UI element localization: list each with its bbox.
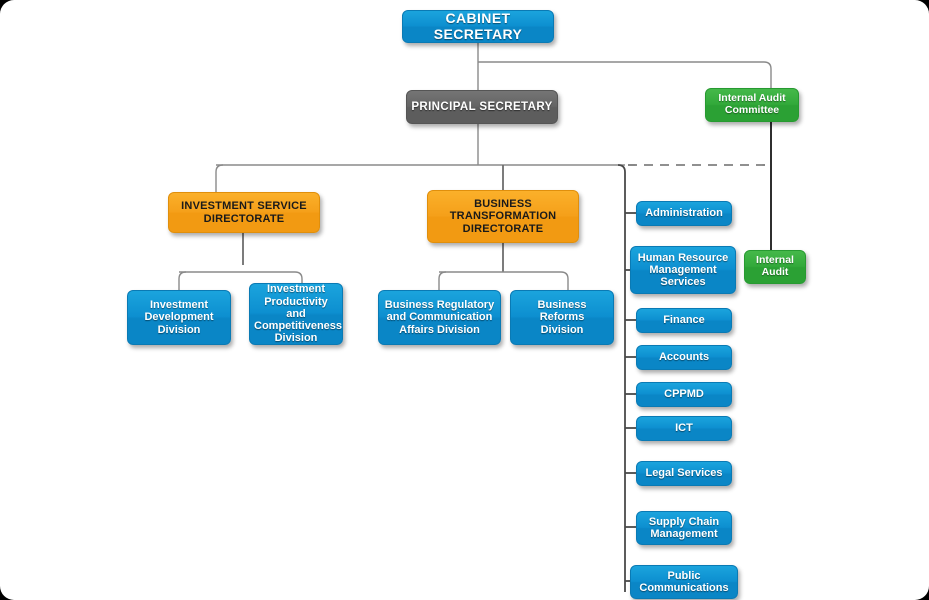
node-principal-secretary[interactable]: PRINCIPAL SECRETARY — [406, 90, 558, 124]
investment-division-0-line3: Division — [157, 323, 201, 336]
node-business-transformation-directorate[interactable]: BUSINESS TRANSFORMATION DIRECTORATE — [427, 190, 579, 243]
department-7-line1: Supply Chain — [648, 515, 720, 528]
department-6-line1: Legal Services — [645, 467, 723, 480]
business-division-1-line2: Division — [540, 323, 584, 336]
internal-audit-committee-label-line2: Committee — [724, 104, 780, 116]
edge-business-right-elbow — [560, 271, 569, 290]
edge-cabinet-to-audit-committee — [478, 61, 772, 88]
node-department-administration[interactable]: Administration — [636, 201, 732, 226]
department-8-line2: Communications — [639, 582, 729, 594]
node-department-public-communications[interactable]: Public Communications — [630, 565, 738, 599]
department-1-line2: Management — [649, 263, 717, 276]
business-directorate-label-line1: BUSINESS — [474, 198, 532, 211]
business-directorate-label-line2: TRANSFORMATION — [449, 210, 557, 223]
business-division-0-line1: Business Regulatory — [384, 299, 495, 312]
internal-audit-committee-label-line1: Internal Audit — [718, 92, 786, 105]
business-division-0-line2: and Communication — [386, 311, 493, 324]
investment-division-1-line4: Division — [274, 332, 318, 345]
investment-division-0-line1: Investment — [149, 299, 209, 312]
node-investment-service-directorate[interactable]: INVESTMENT SERVICE DIRECTORATE — [168, 192, 320, 233]
investment-division-1-line3: Competitiveness — [254, 320, 343, 333]
node-department-supply-chain-management[interactable]: Supply Chain Management — [636, 511, 732, 545]
department-1-line1: Human Resource — [637, 251, 729, 264]
internal-audit-label-line2: Audit — [761, 266, 789, 278]
investment-division-1-line1: Investment — [266, 283, 326, 296]
node-internal-audit-committee[interactable]: Internal Audit Committee — [705, 88, 799, 122]
edge-departments-spine — [617, 164, 626, 592]
node-business-regulatory-communication-affairs-division[interactable]: Business Regulatory and Communication Af… — [378, 290, 501, 345]
node-investment-productivity-competitiveness-division[interactable]: Investment Productivity and Competitiven… — [249, 283, 343, 345]
node-department-human-resource-management-services[interactable]: Human Resource Management Services — [630, 246, 736, 294]
department-1-line3: Services — [660, 276, 706, 289]
node-department-ict[interactable]: ICT — [636, 416, 732, 441]
node-cabinet-secretary[interactable]: CABINET SECRETARY — [402, 10, 554, 43]
department-4-line1: CPPMD — [664, 388, 704, 401]
node-department-legal-services[interactable]: Legal Services — [636, 461, 732, 486]
node-department-finance[interactable]: Finance — [636, 308, 732, 333]
investment-division-0-line2: Development — [144, 311, 214, 324]
principal-secretary-label: PRINCIPAL SECRETARY — [411, 100, 553, 113]
investment-directorate-label-line1: INVESTMENT SERVICE — [181, 200, 307, 213]
cabinet-secretary-label: CABINET SECRETARY — [433, 9, 523, 42]
business-division-1-line1: Business Reforms — [537, 299, 587, 324]
business-division-0-line3: Affairs Division — [399, 323, 480, 336]
node-investment-development-division[interactable]: Investment Development Division — [127, 290, 231, 345]
edge-business-left-elbow — [438, 271, 447, 290]
node-department-accounts[interactable]: Accounts — [636, 345, 732, 370]
department-8-line1: Public — [667, 569, 701, 582]
node-business-reforms-division[interactable]: Business Reforms Division — [510, 290, 614, 345]
department-3-line1: Accounts — [658, 351, 710, 364]
edge-bus-left-elbow — [215, 164, 224, 192]
investment-directorate-label-line2: DIRECTORATE — [203, 212, 285, 225]
edge-investment-left-elbow — [178, 271, 187, 290]
node-internal-audit[interactable]: Internal Audit — [744, 250, 806, 284]
internal-audit-label-line1: Internal — [756, 254, 794, 267]
department-0-line1: Administration — [645, 207, 723, 220]
business-directorate-label-line3: DIRECTORATE — [462, 222, 544, 235]
node-department-cppmd[interactable]: CPPMD — [636, 382, 732, 407]
department-5-line1: ICT — [675, 422, 693, 435]
investment-division-1-line2: Productivity and — [264, 295, 328, 320]
department-2-line1: Finance — [663, 314, 705, 327]
department-7-line2: Management — [650, 528, 718, 540]
